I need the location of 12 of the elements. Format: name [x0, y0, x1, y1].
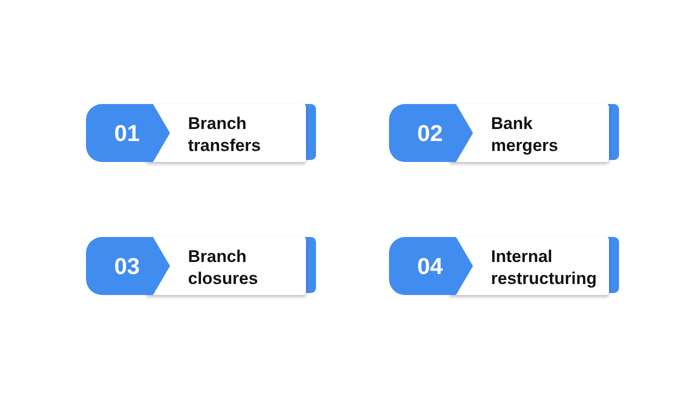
step-label: Bank mergers: [491, 113, 558, 157]
step-number: 02: [416, 119, 444, 147]
step-card: [86, 237, 318, 297]
step-card: [389, 104, 621, 164]
step-label: Branch closures: [188, 246, 258, 290]
step-card: [86, 104, 318, 164]
step-number: 03: [113, 252, 141, 280]
step-number: 04: [416, 252, 444, 280]
step-number: 01: [113, 119, 141, 147]
step-card: [389, 237, 621, 297]
step-label: Branch transfers: [188, 113, 261, 157]
step-label: Internal restructuring: [491, 246, 597, 290]
